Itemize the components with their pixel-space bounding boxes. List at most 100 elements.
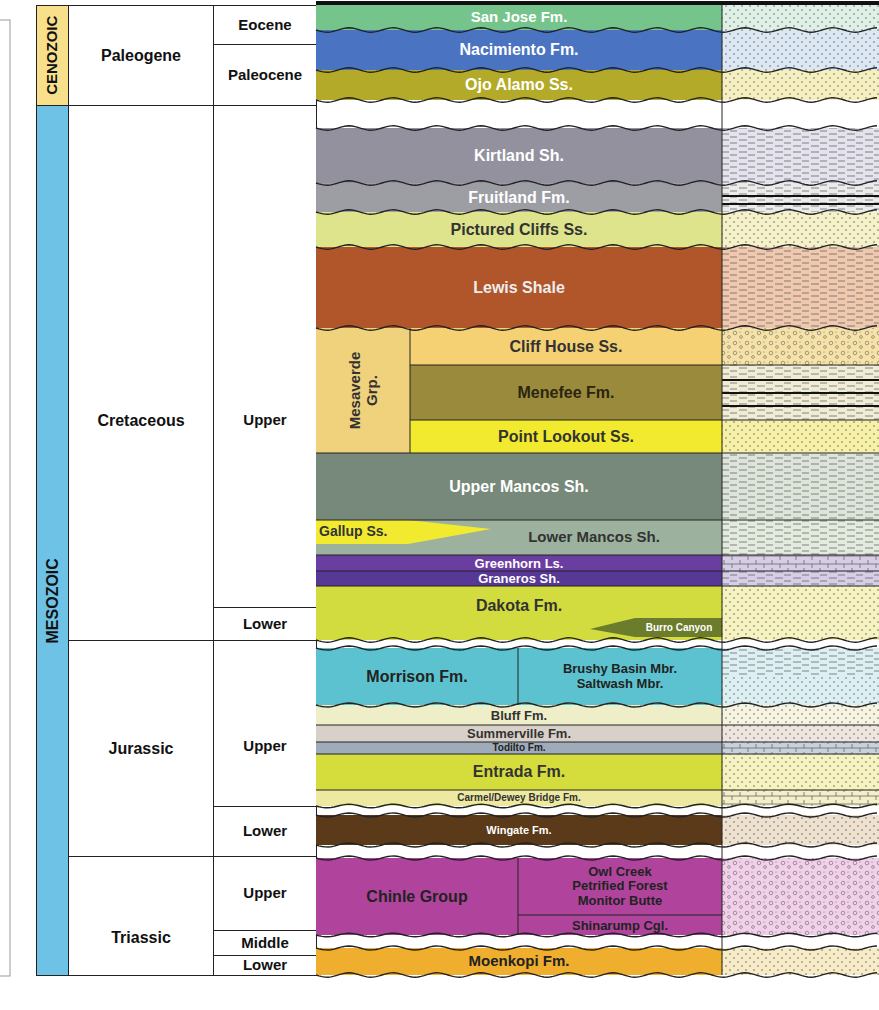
epoch-cell: Lower	[213, 607, 317, 641]
formation-band: Dakota Fm.Burro Canyon	[316, 586, 722, 640]
contact-line	[316, 453, 879, 454]
lithology-fill	[722, 520, 879, 555]
unit-name: Lower	[243, 957, 287, 974]
unit-name: MESOZOIC	[44, 558, 62, 643]
lithology-fill	[722, 754, 879, 790]
member-box: Shinarump Cgl.	[518, 915, 722, 935]
era-band: CENOZOIC	[36, 5, 69, 106]
formation-band: Entrada Fm.	[316, 754, 722, 790]
member-box: Owl CreekPetrified ForestMonitor Butte	[518, 858, 722, 915]
unit-name: Entrada Fm.	[473, 763, 565, 781]
unit-name: Graneros Sh.	[478, 572, 560, 585]
column-divider	[518, 648, 519, 705]
lithology-pattern	[722, 571, 879, 586]
formation-band: Lewis Shale	[316, 247, 722, 328]
group-box: Mesaverde Grp.Cliff House Ss.Menefee Fm.…	[316, 328, 722, 453]
unit-name: Gallup Ss.	[319, 524, 387, 539]
formation-band: Ojo Alamo Ss.	[316, 70, 722, 100]
unit-name: Summerville Fm.	[467, 727, 571, 740]
formation-band: Bluff Fm.	[316, 705, 722, 725]
formation-band: Kirtland Sh.	[316, 128, 722, 183]
unit-name: Wingate Fm.	[486, 824, 551, 836]
epoch-cell: Middle	[213, 930, 317, 956]
coal-seam	[722, 392, 879, 394]
period-cell: Jurassic	[68, 640, 214, 857]
wedge-fill	[590, 618, 722, 637]
coal-seam	[722, 203, 879, 205]
lithology-fill	[722, 70, 879, 100]
lithology-pattern	[722, 676, 879, 705]
lithology-fill	[722, 648, 879, 676]
lithology-pattern	[722, 648, 879, 676]
lithology-pattern	[722, 420, 879, 453]
formation-band: Graneros Sh.	[316, 571, 722, 586]
contact-line	[316, 790, 879, 791]
unit-name: Triassic	[111, 929, 171, 947]
formation-band: Wingate Fm.	[316, 815, 722, 845]
formation-band: San Jose Fm.	[316, 5, 722, 30]
lithology-pattern	[722, 742, 879, 754]
unconformity-line	[316, 98, 877, 102]
contact-line	[518, 915, 722, 916]
unit-name: Menefee Fm.	[518, 384, 615, 402]
unconformity-line	[316, 933, 877, 937]
lithology-pattern	[722, 30, 879, 70]
lithology-pattern	[722, 790, 879, 806]
unit-name: Nacimiento Fm.	[459, 41, 578, 59]
unit-name: Morrison Fm.	[366, 668, 467, 686]
unit-name: Ojo Alamo Ss.	[465, 76, 573, 94]
column-divider	[410, 328, 411, 453]
unit-name: Fruitland Fm.	[468, 189, 569, 207]
lithology-fill	[722, 948, 879, 975]
epoch-cell: Upper	[213, 856, 317, 931]
unit-name: Saltwash Mbr.	[577, 677, 664, 691]
unconformity-line	[316, 245, 877, 249]
formation-band: Point Lookout Ss.	[410, 420, 722, 453]
unit-name: Upper	[243, 738, 286, 755]
unit-name: Eocene	[238, 17, 291, 34]
period-cell: Triassic	[68, 856, 214, 976]
unit-name: Brushy Basin Mbr.	[563, 662, 677, 676]
unit-name: Monitor Butte	[578, 894, 662, 908]
lithology-pattern	[722, 247, 879, 328]
unit-name: San Jose Fm.	[471, 9, 568, 26]
unit-name: Chinle Group	[366, 888, 467, 906]
formation-band: Menefee Fm.	[410, 365, 722, 420]
lithology-fill	[722, 725, 879, 742]
period-cell: Cretaceous	[68, 105, 214, 641]
lithology-fill	[722, 676, 879, 705]
unit-name: Moenkopi Fm.	[469, 953, 570, 970]
frame-edge	[0, 20, 10, 976]
epoch-cell: Upper	[213, 640, 317, 807]
lithology-pattern	[722, 128, 879, 183]
unit-name: Dakota Fm.	[476, 597, 562, 615]
lithology-pattern	[722, 70, 879, 100]
wedge-shape: Gallup Ss.	[316, 520, 491, 544]
unconformity-line	[316, 973, 877, 977]
unconformity-line	[316, 703, 877, 707]
lithology-fill	[722, 365, 879, 420]
formation-band: Nacimiento Fm.	[316, 30, 722, 70]
lithology-fill	[722, 247, 879, 328]
unit-name: Carmel/Dewey Bridge Fm.	[457, 793, 580, 803]
epoch-cell: Upper	[213, 105, 317, 608]
contact-line	[316, 571, 879, 572]
contact-line	[410, 365, 879, 366]
lithology-pattern	[722, 183, 879, 212]
unit-name: Paleogene	[101, 47, 181, 65]
epoch-cell: Lower	[213, 955, 317, 976]
lithology-fill	[722, 742, 879, 754]
lithology-pattern	[722, 705, 879, 725]
formation-band: Todilto Fm.	[316, 742, 722, 754]
unit-name: Point Lookout Ss.	[498, 428, 634, 446]
unit-name: Jurassic	[109, 740, 174, 758]
coal-seam	[722, 195, 879, 197]
unit-name: Upper Mancos Sh.	[449, 478, 589, 496]
unconformity-line	[316, 804, 877, 808]
lithology-pattern	[722, 815, 879, 845]
formation-band: Chinle Group Owl CreekPetrified ForestMon…	[316, 858, 722, 935]
lithology-fill	[722, 453, 879, 520]
lithology-fill	[722, 30, 879, 70]
lithology-fill	[722, 183, 879, 212]
